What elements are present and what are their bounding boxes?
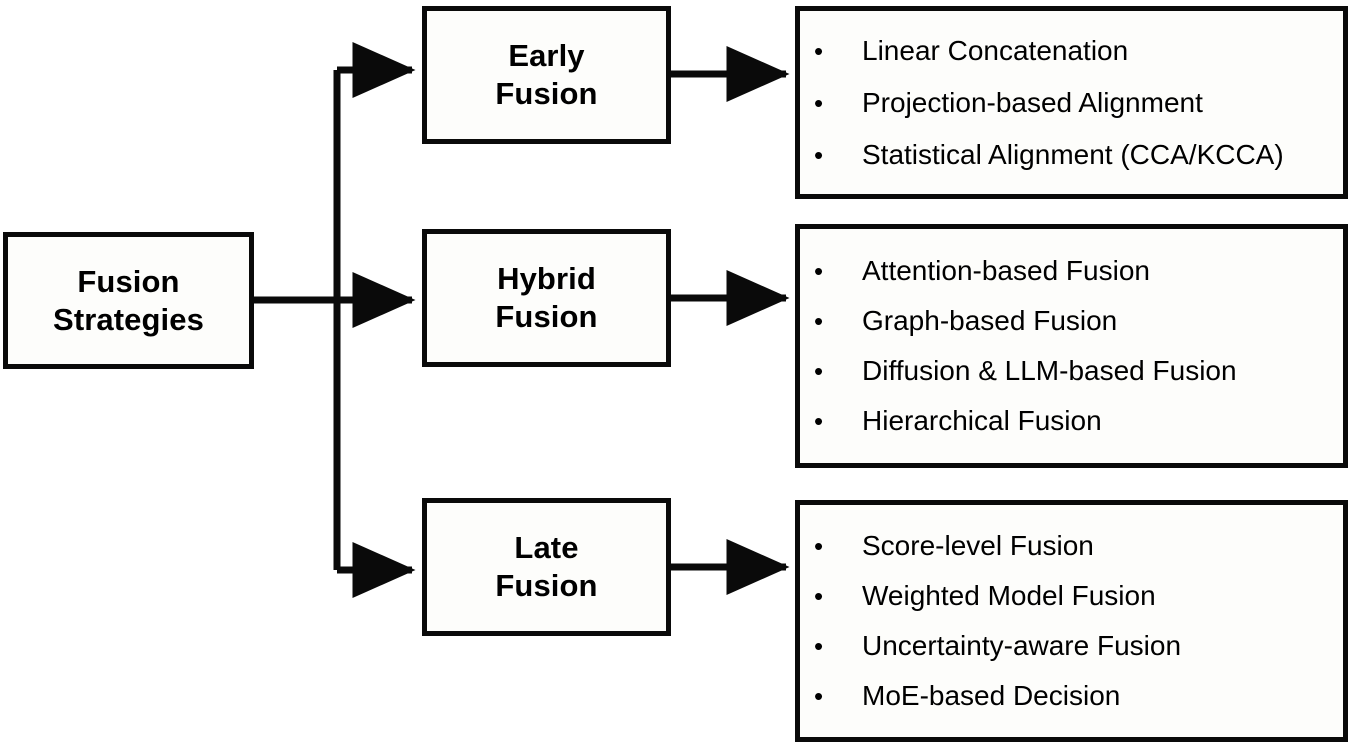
list-box-late-fusion-methods: • Score-level Fusion • Weighted Model Fu… (795, 500, 1348, 742)
bullet-icon: • (814, 356, 824, 386)
list-item[interactable]: • Uncertainty-aware Fusion (800, 632, 1343, 660)
list-item-label: Attention-based Fusion (862, 255, 1150, 286)
bullet-icon: • (814, 581, 824, 611)
list-item-label: MoE-based Decision (862, 680, 1121, 711)
list-item[interactable]: • MoE-based Decision (800, 682, 1343, 710)
bullet-icon: • (814, 306, 824, 336)
list-item-label: Uncertainty-aware Fusion (862, 630, 1182, 661)
list-item[interactable]: • Hierarchical Fusion (800, 407, 1343, 435)
node-fusion-strategies[interactable]: Fusion Strategies (3, 232, 254, 369)
list-item-label: Diffusion & LLM-based Fusion (862, 355, 1237, 386)
list-item[interactable]: • Linear Concatenation (800, 34, 1343, 66)
list-item[interactable]: • Weighted Model Fusion (800, 582, 1343, 610)
list-item[interactable]: • Score-level Fusion (800, 532, 1343, 560)
list-item[interactable]: • Projection-based Alignment (800, 86, 1343, 118)
node-late-fusion[interactable]: Late Fusion (422, 498, 671, 636)
node-fusion-strategies-label: Fusion Strategies (53, 263, 204, 337)
node-early-fusion-label: Early Fusion (495, 38, 598, 111)
bullet-icon: • (814, 256, 824, 286)
list-item[interactable]: • Graph-based Fusion (800, 307, 1343, 335)
bullet-icon: • (814, 139, 824, 170)
list-item[interactable]: • Diffusion & LLM-based Fusion (800, 357, 1343, 385)
list-item-label: Statistical Alignment (CCA/KCCA) (862, 138, 1284, 170)
node-hybrid-fusion[interactable]: Hybrid Fusion (422, 229, 671, 367)
bullet-icon: • (814, 531, 824, 561)
bullet-icon: • (814, 681, 824, 711)
list-item[interactable]: • Statistical Alignment (CCA/KCCA) (800, 138, 1343, 170)
node-hybrid-fusion-label: Hybrid Fusion (495, 261, 598, 334)
node-late-fusion-label: Late Fusion (495, 530, 598, 603)
list-item-label: Score-level Fusion (862, 530, 1094, 561)
bullet-icon: • (814, 87, 824, 118)
bullet-icon: • (814, 35, 824, 66)
list-item-label: Projection-based Alignment (862, 86, 1203, 118)
node-early-fusion[interactable]: Early Fusion (422, 6, 671, 144)
list-item-label: Graph-based Fusion (862, 305, 1118, 336)
list-box-hybrid-fusion-methods: • Attention-based Fusion • Graph-based F… (795, 224, 1348, 468)
list-box-early-fusion-methods: • Linear Concatenation • Projection-base… (795, 6, 1348, 199)
list-item-label: Linear Concatenation (862, 34, 1129, 66)
list-item-label: Weighted Model Fusion (862, 580, 1156, 611)
list-item[interactable]: • Attention-based Fusion (800, 257, 1343, 285)
bullet-icon: • (814, 631, 824, 661)
list-item-label: Hierarchical Fusion (862, 405, 1102, 436)
bullet-icon: • (814, 406, 824, 436)
